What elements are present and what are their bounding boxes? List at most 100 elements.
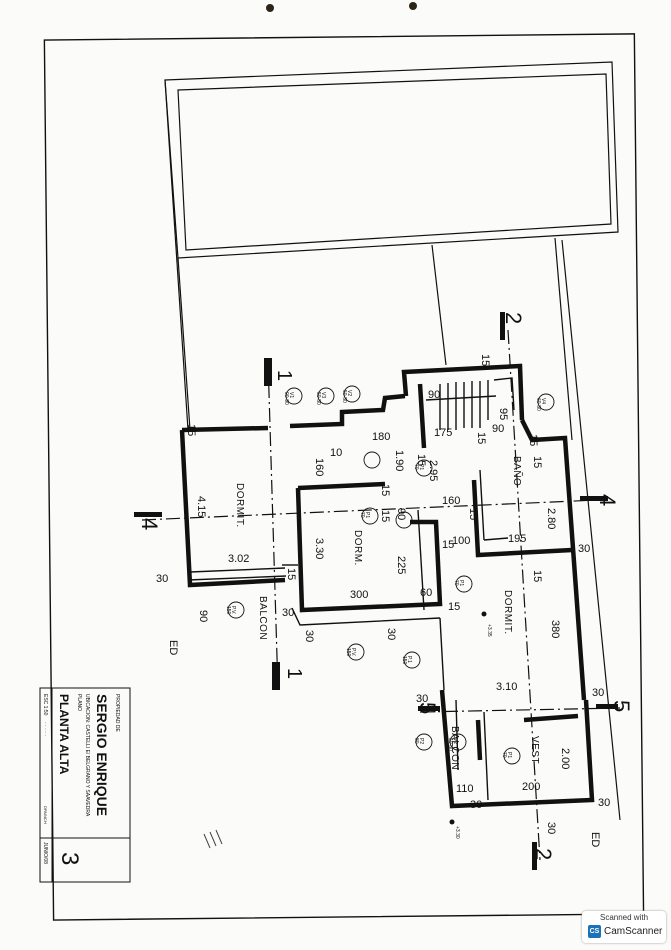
section-label-2-bottom: 2 xyxy=(531,848,556,860)
dimensions: 4.15 3.02 3.30 300 225 60 160 1.90 180 1… xyxy=(156,354,610,834)
svg-text:90: 90 xyxy=(197,610,209,622)
svg-text:P170: P170 xyxy=(359,512,370,518)
svg-text:160: 160 xyxy=(442,495,460,507)
svg-text:225: 225 xyxy=(395,556,407,574)
svg-text:4.15: 4.15 xyxy=(195,496,207,517)
svg-text:90: 90 xyxy=(395,508,407,520)
svg-text:90: 90 xyxy=(492,423,504,435)
section-lines xyxy=(141,329,621,861)
section-label-1-top: 1 xyxy=(273,370,295,381)
svg-text:30: 30 xyxy=(592,687,604,699)
svg-text:V190-90: V190-90 xyxy=(283,392,294,405)
svg-text:195: 195 xyxy=(508,533,526,545)
thin-walls xyxy=(187,377,515,801)
lot-outline xyxy=(164,61,621,821)
room-dormit-left: DORMIT. xyxy=(234,483,245,528)
svg-text:P.V.150: P.V.150 xyxy=(225,606,236,615)
svg-text:3.02: 3.02 xyxy=(228,553,249,565)
svg-text:P.1150: P.1150 xyxy=(401,656,412,665)
svg-text:15: 15 xyxy=(479,354,491,366)
svg-text:15: 15 xyxy=(379,510,391,522)
walls xyxy=(179,363,595,809)
svg-text:3.10: 3.10 xyxy=(496,681,517,693)
opening-tag-labels: V190-90 V350-50 V250-50 V460-50 P170 P17… xyxy=(225,390,546,758)
svg-text:P170: P170 xyxy=(501,752,512,758)
title-sheet-number: 3 xyxy=(56,852,83,865)
svg-text:P.V.150: P.V.150 xyxy=(345,648,356,657)
svg-text:60: 60 xyxy=(420,587,432,599)
section-label-4-right: 4 xyxy=(595,494,620,506)
svg-text:380: 380 xyxy=(549,620,561,638)
title-owner-label: PROPIEDAD DE xyxy=(114,694,120,732)
title-plan-label: PLANO xyxy=(76,694,82,711)
opening-tags xyxy=(227,385,555,765)
watermark-top-text: Scanned with xyxy=(599,913,649,922)
svg-text:15: 15 xyxy=(285,568,297,580)
svg-text:15: 15 xyxy=(185,424,197,436)
room-dormit-right: DORMIT. xyxy=(502,590,513,635)
svg-text:15: 15 xyxy=(475,432,487,444)
svg-text:30: 30 xyxy=(598,797,610,809)
svg-text:V350-50: V350-50 xyxy=(315,392,326,405)
svg-text:15: 15 xyxy=(467,508,479,520)
camscanner-watermark: Scanned with CS CamScanner xyxy=(582,911,666,943)
svg-text:P170: P170 xyxy=(453,580,464,586)
section-label-2-top: 2 xyxy=(501,312,526,324)
svg-text:30: 30 xyxy=(545,822,557,834)
svg-text:15: 15 xyxy=(527,434,539,446)
title-scale: ESC 1:50 xyxy=(42,694,48,716)
svg-text:30: 30 xyxy=(303,630,315,642)
svg-text:30: 30 xyxy=(416,693,428,705)
title-owner: SERGIO ENRIQUE xyxy=(94,694,110,816)
svg-text:15: 15 xyxy=(531,456,543,468)
title-block xyxy=(39,687,131,883)
section-label-5-left: 5 xyxy=(415,702,440,714)
room-balcon-right: BALCON xyxy=(449,726,460,770)
level-3-30: +3.30 xyxy=(454,826,460,839)
svg-text:100: 100 xyxy=(452,535,470,547)
title-location: UBICACION: CASTELLI E/ BELGRANO Y SAAVED… xyxy=(84,694,90,817)
binder-hole xyxy=(409,2,417,10)
svg-text:90: 90 xyxy=(428,389,440,401)
scribble-mark xyxy=(203,829,223,849)
svg-text:15: 15 xyxy=(379,484,391,496)
svg-text:2.95: 2.95 xyxy=(427,460,439,481)
camscanner-logo-icon: CS xyxy=(588,925,601,938)
title-scale-note: · · · · · xyxy=(42,722,48,736)
svg-text:15: 15 xyxy=(448,601,460,613)
svg-text:300: 300 xyxy=(350,589,368,601)
binder-hole xyxy=(266,4,274,12)
svg-text:110: 110 xyxy=(456,783,474,795)
svg-text:3.30: 3.30 xyxy=(313,538,325,559)
svg-text:30: 30 xyxy=(578,543,590,555)
svg-text:P280: P280 xyxy=(413,738,424,744)
svg-text:30: 30 xyxy=(470,799,482,811)
level-marker-2 xyxy=(449,819,455,825)
svg-text:10: 10 xyxy=(330,447,342,459)
svg-text:1.90: 1.90 xyxy=(393,450,405,471)
svg-text:30: 30 xyxy=(156,573,168,585)
svg-text:P170: P170 xyxy=(413,464,424,470)
room-dorm-center: DORM. xyxy=(352,530,363,566)
watermark-name: CamScanner xyxy=(604,926,663,937)
section-markers xyxy=(134,312,618,870)
svg-text:V460-50: V460-50 xyxy=(535,398,546,411)
ed-label-left: ED xyxy=(167,640,179,655)
sheet-border xyxy=(43,33,645,921)
svg-text:95: 95 xyxy=(497,408,509,420)
level-3-35: +3.35 xyxy=(486,624,492,637)
svg-text:15: 15 xyxy=(531,570,543,582)
room-bano: BAÑO xyxy=(511,456,524,486)
svg-text:V250-50: V250-50 xyxy=(341,390,352,403)
room-balcon-left: BALCON xyxy=(257,596,268,640)
svg-text:200: 200 xyxy=(522,781,540,793)
svg-text:2.00: 2.00 xyxy=(559,748,571,769)
svg-text:2.80: 2.80 xyxy=(545,508,557,529)
section-label-5-right: 5 xyxy=(609,700,634,712)
svg-text:160: 160 xyxy=(313,458,325,476)
svg-text:30: 30 xyxy=(282,607,294,619)
section-label-1-bottom: 1 xyxy=(283,668,305,679)
title-date: JUNIO/08 xyxy=(42,842,48,864)
svg-text:15: 15 xyxy=(442,539,454,551)
